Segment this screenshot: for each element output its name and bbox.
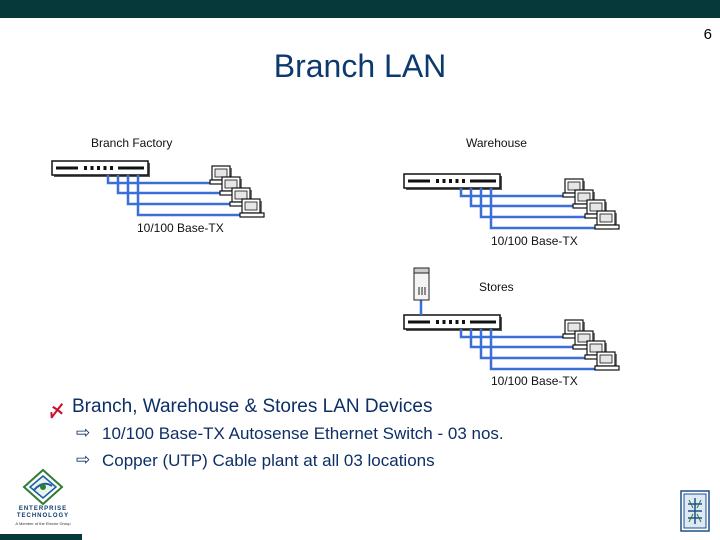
utp-cable — [136, 175, 240, 217]
bullet-main: 〆 Branch, Warehouse & Stores LAN Devices — [48, 396, 504, 424]
utp-cable — [116, 175, 220, 195]
warehouse-switch-icon — [403, 173, 502, 190]
slide-title: Branch LAN — [273, 48, 447, 84]
utp-cable — [126, 175, 230, 206]
utp-cable — [459, 329, 563, 339]
cable-label-stores: 10/100 Base-TX — [491, 374, 578, 388]
server-icon — [413, 267, 430, 301]
hollow-arrow-icon: ⇨ — [76, 423, 91, 442]
stores-switch-icon — [403, 314, 502, 331]
site-label-stores: Stores — [479, 280, 514, 294]
workstation-icon — [594, 210, 620, 230]
hollow-arrow-icon: ⇨ — [76, 450, 91, 469]
factory-switch-icon — [51, 160, 150, 177]
logo-emblem-icon — [22, 468, 64, 506]
corner-emblem-icon — [680, 490, 710, 532]
utp-cable — [489, 329, 595, 371]
workstation-icon — [594, 351, 620, 371]
bullet-marker-icon: 〆 — [48, 402, 65, 421]
bullet-sub-text: Copper (UTP) Cable plant at all 03 locat… — [102, 451, 435, 470]
bullet-sub-text: 10/100 Base-TX Autosense Ethernet Switch… — [102, 424, 504, 443]
logo-tagline: A Member of the Elector Group — [15, 521, 71, 526]
cable-label-warehouse: 10/100 Base-TX — [491, 234, 578, 248]
page-number: 6 — [703, 26, 712, 43]
logo-brand: ENTERPRISE TECHNOLOGY — [10, 506, 76, 520]
bullet-main-text: Branch, Warehouse & Stores LAN Devices — [72, 396, 433, 417]
company-logo: ENTERPRISE TECHNOLOGY A Member of the El… — [10, 468, 76, 530]
bullet-list: 〆 Branch, Warehouse & Stores LAN Devices… — [48, 396, 504, 478]
bottom-banner — [0, 534, 82, 540]
site-label-warehouse: Warehouse — [466, 136, 527, 150]
bullet-sub-item: ⇨ 10/100 Base-TX Autosense Ethernet Swit… — [48, 423, 504, 451]
utp-cable — [469, 188, 573, 208]
cable-label-factory: 10/100 Base-TX — [137, 221, 224, 235]
utp-cable — [469, 329, 573, 349]
site-label-factory: Branch Factory — [91, 136, 173, 150]
utp-cable — [479, 329, 585, 360]
bullet-sub-item: ⇨ Copper (UTP) Cable plant at all 03 loc… — [48, 450, 504, 478]
utp-cable — [489, 188, 595, 230]
logo-brand-line2: TECHNOLOGY — [16, 513, 70, 519]
utp-cable — [106, 175, 210, 185]
logo-brand-line1: ENTERPRISE — [18, 506, 68, 512]
utp-cable — [459, 188, 563, 198]
workstation-icon — [239, 198, 265, 218]
utp-cable — [479, 188, 585, 219]
top-banner — [0, 0, 720, 18]
